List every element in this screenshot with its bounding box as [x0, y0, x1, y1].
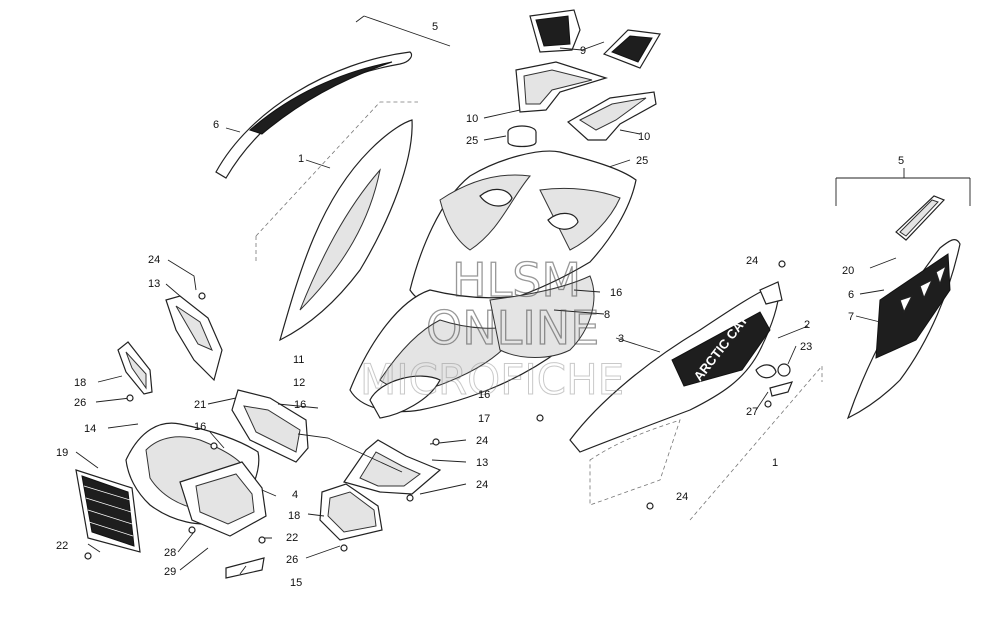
part-9-vent-grille-left: [529, 9, 581, 53]
part-27-spacer: [769, 381, 794, 397]
callout-12: 12: [293, 377, 305, 389]
callout-23: 23: [800, 341, 812, 353]
callout-10-left: 10: [466, 113, 478, 125]
callout-24-lower: 24: [676, 491, 688, 503]
callout-2: 2: [804, 319, 810, 331]
callout-18-left: 18: [74, 377, 86, 389]
callout-3: 3: [618, 333, 624, 345]
callout-16-mid: 16: [294, 399, 306, 411]
hood-assembly: [349, 150, 637, 419]
callout-16-lower: 16: [478, 389, 490, 401]
callout-6-right: 6: [848, 289, 854, 301]
callout-25-right: 25: [636, 155, 648, 167]
part-6-trim: [215, 51, 413, 179]
callout-8: 8: [604, 309, 610, 321]
callout-5-top: 5: [432, 21, 438, 33]
callout-22-mid: 22: [286, 532, 298, 544]
callout-27: 27: [746, 406, 758, 418]
fasteners: [84, 260, 786, 560]
part-19-front-grille: [75, 469, 141, 553]
callout-6-left: 6: [213, 119, 219, 131]
callout-14: 14: [84, 423, 96, 435]
part-18-vent-small-left: [117, 341, 153, 395]
watermark-line1: HLSM: [452, 253, 581, 307]
callout-16-center: 16: [610, 287, 622, 299]
part-13-bracket-upper: [165, 295, 223, 382]
part-1-side-panel-left: [279, 119, 413, 342]
part-20-grille-insert: [895, 195, 946, 241]
callout-11: 11: [293, 354, 304, 366]
callout-1-lower: 1: [772, 457, 778, 469]
callout-9: 9: [580, 45, 586, 57]
callout-28: 28: [164, 547, 176, 559]
part-6-7-side-decal: [846, 239, 961, 420]
part-10-vent-housing-left: [515, 61, 609, 113]
callout-5-right: 5: [898, 155, 904, 167]
callout-26-left: 26: [74, 397, 86, 409]
part-23-bolt: [777, 363, 791, 377]
callout-17: 17: [478, 413, 490, 425]
part-21-lower-panel: [231, 389, 309, 463]
watermark-line3: MICROFICHE: [360, 355, 624, 404]
callout-18-mid: 18: [288, 510, 300, 522]
watermark-line2: ONLINE: [426, 301, 599, 355]
callout-25-left: 25: [466, 135, 478, 147]
part-18-vent-bottom: [319, 483, 383, 541]
callout-24-mid1: 24: [476, 435, 488, 447]
callout-16-left: 16: [194, 421, 206, 433]
callout-13-left: 13: [148, 278, 160, 290]
callout-10-right: 10: [638, 131, 650, 143]
part-9-vent-grille-right: [602, 29, 661, 69]
callout-13-mid: 13: [476, 457, 488, 469]
callout-29: 29: [164, 566, 176, 578]
part-4-bumper-panel: [179, 461, 267, 537]
callout-1-upper: 1: [298, 153, 304, 165]
part-1-side-panel-right: [569, 281, 783, 506]
callout-24-right: 24: [746, 255, 758, 267]
callout-7: 7: [848, 311, 854, 323]
callout-20: 20: [842, 265, 854, 277]
part-10-vent-housing-right: [566, 91, 657, 141]
callout-22-left: 22: [56, 540, 68, 552]
callout-24-mid2: 24: [476, 479, 488, 491]
callout-4: 4: [292, 489, 298, 501]
callout-21: 21: [194, 399, 206, 411]
callout-19: 19: [56, 447, 68, 459]
callout-15: 15: [290, 577, 302, 589]
callout-26-mid: 26: [286, 554, 298, 566]
part-25-boot-left: [507, 125, 537, 148]
callout-24-upper: 24: [148, 254, 160, 266]
